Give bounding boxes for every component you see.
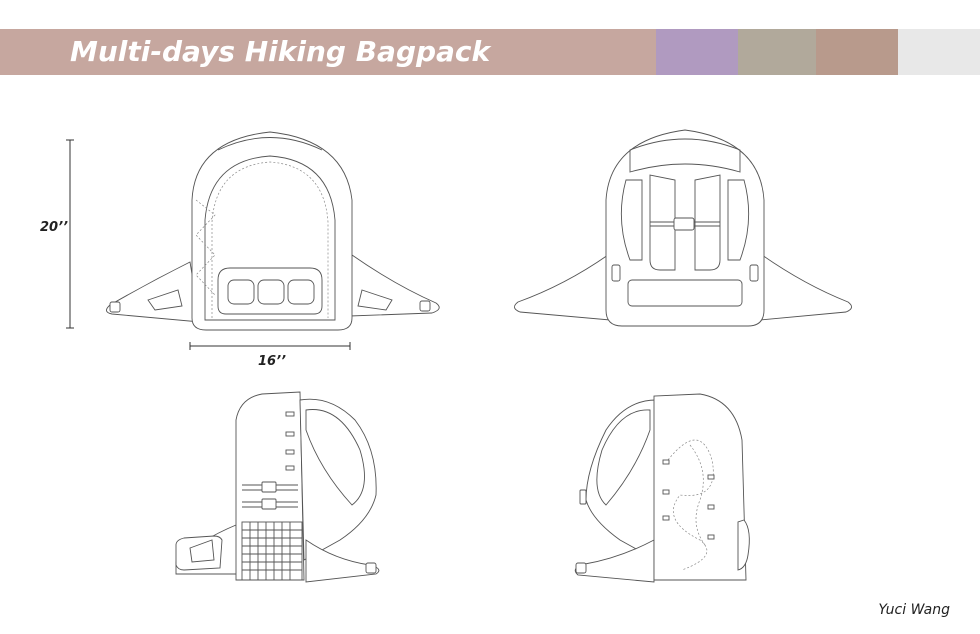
side-view-right-drawing [574, 393, 750, 583]
height-dimension-label: 20’’ [40, 220, 68, 235]
header-banner: Multi-days Hiking Bagpack [0, 29, 980, 75]
page-title: Multi-days Hiking Bagpack [70, 35, 491, 68]
back-view-drawing [514, 129, 852, 327]
width-dimension-label: 16’’ [258, 354, 286, 369]
author-name: Yuci Wang [878, 602, 950, 618]
title-bar: Multi-days Hiking Bagpack [0, 29, 656, 75]
color-swatch-brown [816, 29, 898, 75]
color-swatch-olive [738, 29, 816, 75]
width-dimension-line [189, 342, 351, 350]
height-dimension-line [66, 139, 74, 329]
color-swatch-light [898, 29, 980, 75]
front-view-drawing [106, 131, 440, 331]
color-swatch-purple [656, 29, 738, 75]
side-view-left-drawing [175, 391, 380, 583]
